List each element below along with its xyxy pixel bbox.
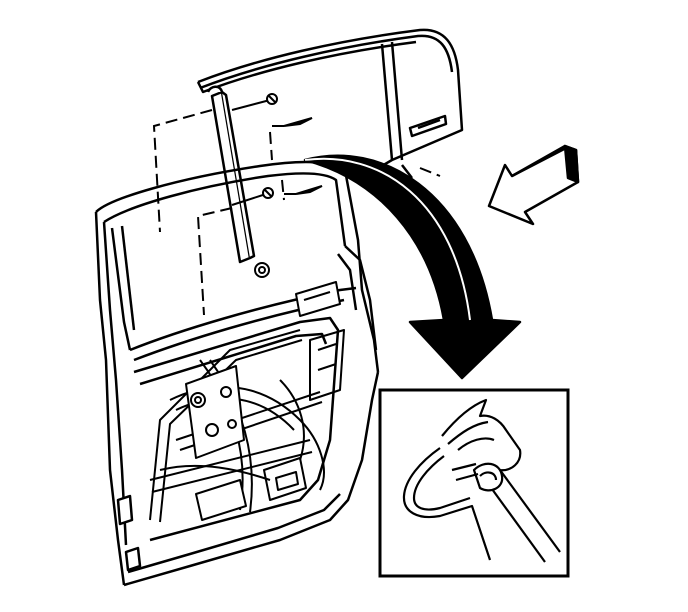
- detail-inset: [378, 388, 570, 578]
- view-direction-arrow: [487, 144, 580, 226]
- fastener-bolts: [231, 93, 278, 278]
- dashed-leader-lines: [152, 109, 441, 316]
- rear-door-frame: [94, 160, 380, 587]
- curved-callout-arrow: [303, 154, 522, 380]
- middle-bolt: [231, 187, 274, 206]
- inset-border: [378, 388, 570, 578]
- inset-seal-detail: [402, 398, 561, 563]
- lower-bolt: [254, 262, 270, 278]
- window-regulator: [149, 281, 345, 523]
- window-channel-run: [206, 85, 256, 264]
- small-pointer-arrows: [272, 117, 323, 195]
- upper-bolt: [231, 93, 278, 111]
